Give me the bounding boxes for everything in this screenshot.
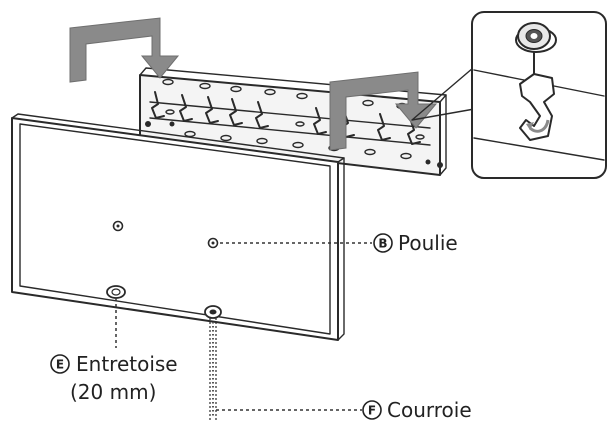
label-entretoise-size: (20 mm) xyxy=(70,380,156,404)
hang-arrow-right xyxy=(329,71,438,151)
label-poulie-text: Poulie xyxy=(398,231,458,255)
badge-poulie: B xyxy=(378,237,387,251)
badge-courroie: F xyxy=(368,404,376,418)
wall-bracket xyxy=(139,67,447,176)
label-entretoise-text: Entretoise xyxy=(76,352,178,376)
spacer-mount xyxy=(106,285,126,299)
tv-inner-frame xyxy=(19,123,331,335)
belt-strap xyxy=(209,318,217,420)
bracket-screw-3 xyxy=(437,162,443,168)
inset-hook-arrow xyxy=(528,119,550,133)
wall-bracket-top-edge xyxy=(139,67,447,103)
wall-bracket-hooks xyxy=(151,91,421,145)
label-courroie-text: Courroie xyxy=(387,398,472,422)
detail-inset xyxy=(411,11,607,179)
vesa-hole-top-left xyxy=(112,220,124,232)
label-courroie: F Courroie xyxy=(362,398,472,422)
label-poulie: B Poulie xyxy=(373,231,458,255)
inset-pointer xyxy=(411,61,481,121)
badge-entretoise: E xyxy=(56,358,64,372)
bracket-screw-1 xyxy=(145,121,151,127)
bracket-screw-2 xyxy=(169,121,175,127)
label-entretoise: E Entretoise (20 mm) xyxy=(50,352,178,404)
inset-pulley xyxy=(515,22,557,74)
belt-mount xyxy=(204,305,222,319)
bracket-screw-4 xyxy=(425,159,431,165)
vesa-hole-top-right xyxy=(207,237,219,249)
hang-arrow-left xyxy=(69,17,180,83)
tv-back-panel xyxy=(11,113,345,341)
